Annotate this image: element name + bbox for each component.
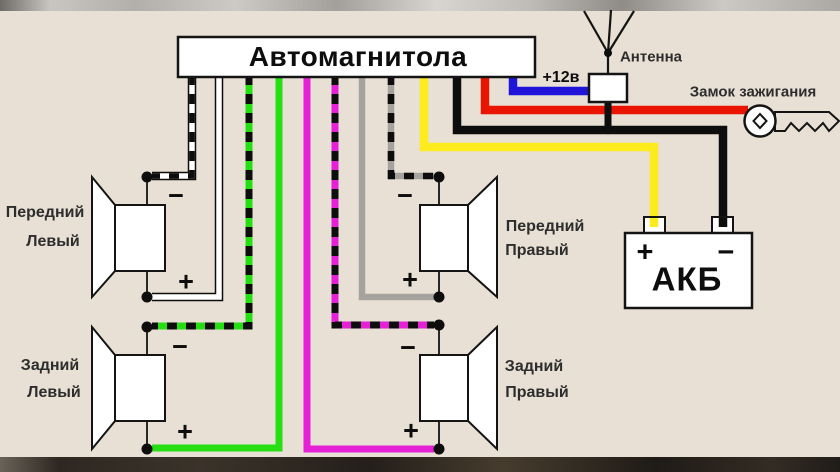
speaker-cone [467,324,498,452]
battery-minus-sign: − [717,236,735,269]
speaker-front-right [419,174,498,300]
speaker-rear-right [419,324,498,452]
sign-front-left-minus: − [168,180,184,211]
wire-ground-black [452,75,728,227]
speaker-body [114,204,166,272]
key-head [743,104,777,138]
speaker-cone [91,324,116,452]
speaker-rear-left [91,324,166,452]
label-rear-right-2: Правый [505,384,569,401]
wire-front-left-plus [152,75,224,302]
speaker-body [419,204,469,272]
key-hole [752,112,768,130]
sign-rear-right-minus: − [400,332,416,363]
head-unit-box [176,35,537,79]
sign-rear-right-plus: + [403,415,419,446]
ignition-label: Замок зажигания [689,83,817,101]
label-front-left-1: Передний [5,204,85,221]
label-rear-left-1: Задний [20,357,80,374]
top-photo-strip [0,0,840,11]
sign-rear-left-plus: + [177,416,193,447]
battery-plus-sign: + [636,236,654,269]
wire-rear-left-plus [152,75,283,452]
speaker-front-left [91,174,166,300]
wire-rear-right-minus [331,75,434,329]
wire-acc-red [480,75,748,115]
speaker-cone [91,174,116,300]
antenna-power-label: +12в [542,69,580,86]
wire-rear-left-minus [152,75,253,330]
battery-box [623,231,754,310]
bottom-photo-strip [0,457,840,472]
wire-front-right-minus [387,75,434,180]
battery-label: АКБ [651,260,723,298]
wire-antenna-blue [508,75,591,96]
wire-front-right-plus [358,75,434,301]
antenna-feed-dot [604,49,612,57]
terminal-leads [146,177,440,449]
wire-memory-yellow [419,75,659,227]
speaker-body [114,354,166,422]
label-front-left-2: Левый [26,233,80,250]
wire-rear-right-plus [303,75,434,453]
antenna-box [587,72,629,104]
sign-front-right-minus: − [397,180,413,211]
speaker-body [419,354,469,422]
sign-front-right-plus: + [402,264,418,295]
label-front-right-1: Передний [505,218,585,235]
sign-rear-left-minus: − [172,331,188,362]
head-unit-title: Автомагнитола [248,41,468,72]
wire-front-left-minus [152,75,197,181]
label-front-right-2: Правый [505,242,569,259]
label-rear-left-2: Левый [27,384,81,401]
junction-dots [141,125,613,455]
speaker-cone [467,174,498,300]
label-rear-right-1: Задний [504,358,564,375]
key-blade [774,111,840,133]
antenna-label: Антенна [619,48,683,66]
sign-front-left-plus: + [178,266,194,297]
ignition-key-icon [743,104,840,138]
